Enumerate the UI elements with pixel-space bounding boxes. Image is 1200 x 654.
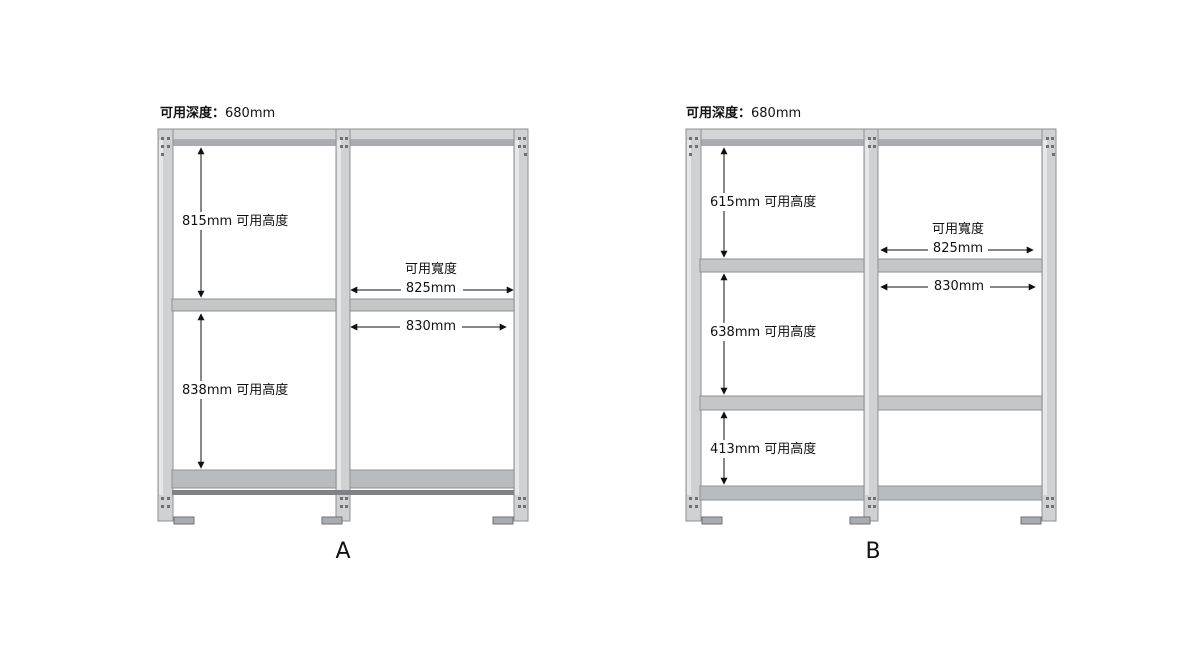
- height-label-2: 838mm 可用高度: [182, 383, 288, 398]
- right-post-edge: [1043, 140, 1047, 495]
- inner-width-value: 825mm: [405, 281, 457, 296]
- height-caption-2: 可用高度: [764, 325, 817, 340]
- depth-value: 680mm: [225, 106, 276, 121]
- height-caption-3: 可用高度: [764, 442, 817, 457]
- foot-left: [701, 516, 723, 525]
- depth-label: 可用深度：680mm: [686, 106, 801, 121]
- middle-post-edge: [865, 140, 869, 495]
- shelf-b-drawing: [685, 128, 1057, 525]
- height-value-3: 413mm: [710, 442, 761, 457]
- post-holes: [161, 137, 527, 508]
- shelf-1-right: [877, 258, 1043, 273]
- height-value-1: 815mm: [182, 214, 233, 229]
- height-label-1: 615mm 可用高度: [710, 195, 816, 210]
- height-value-1: 615mm: [710, 195, 761, 210]
- middle-post-edge: [337, 140, 341, 495]
- height-caption-1: 可用高度: [764, 195, 817, 210]
- height-caption-2: 可用高度: [236, 383, 289, 398]
- height-caption-1: 可用高度: [236, 214, 289, 229]
- unit-letter-a: A: [335, 539, 351, 564]
- shelf-2-right: [877, 395, 1043, 411]
- bottom-shelf-right: [349, 469, 515, 489]
- height-value-2: 838mm: [182, 383, 233, 398]
- depth-value: 680mm: [751, 106, 802, 121]
- inner-width-value: 825mm: [932, 241, 984, 256]
- bottom-shelf-right: [877, 485, 1043, 501]
- inner-width-caption: 可用寬度: [931, 222, 985, 237]
- height-label-2: 638mm 可用高度: [710, 325, 816, 340]
- bay-width-value: 830mm: [933, 279, 985, 294]
- height-label-3: 413mm 可用高度: [710, 442, 816, 457]
- inner-width-caption: 可用寬度: [404, 262, 458, 277]
- left-post-edge: [687, 140, 691, 495]
- foot-left: [173, 516, 195, 525]
- height-value-2: 638mm: [710, 325, 761, 340]
- bottom-beam: [172, 490, 514, 495]
- depth-label-text: 可用深度：: [686, 106, 752, 121]
- depth-label-text: 可用深度：: [160, 106, 226, 121]
- left-post-edge: [159, 140, 163, 495]
- shelf-2-left: [699, 395, 865, 411]
- bottom-shelf-left: [699, 485, 865, 501]
- foot-middle: [849, 516, 871, 525]
- foot-middle: [321, 516, 343, 525]
- foot-right: [1020, 516, 1042, 525]
- right-post-edge: [515, 140, 519, 495]
- unit-letter-b: B: [865, 539, 881, 564]
- height-label-1: 815mm 可用高度: [182, 214, 288, 229]
- shelf-1-left: [699, 258, 865, 273]
- bottom-shelf-left: [171, 469, 337, 489]
- foot-right: [492, 516, 514, 525]
- depth-label: 可用深度：680mm: [160, 106, 275, 121]
- middle-shelf-right: [349, 298, 515, 312]
- middle-shelf-left: [171, 298, 337, 312]
- shelf-a-drawing: [157, 128, 529, 525]
- post-holes: [689, 137, 1055, 508]
- bay-width-value: 830mm: [405, 319, 457, 334]
